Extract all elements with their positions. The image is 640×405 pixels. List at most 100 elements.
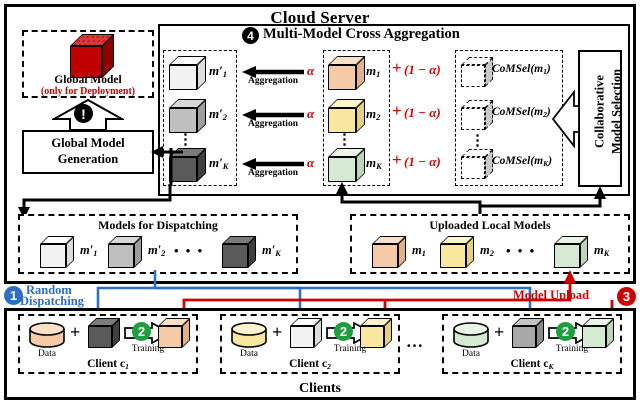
cube-front: [440, 244, 466, 268]
uploaded-local-models-title: Uploaded Local Models: [429, 218, 551, 232]
label-sub: K: [603, 249, 610, 259]
client-name-3: Client cK: [442, 358, 622, 371]
label-sub: 2: [222, 112, 228, 123]
global-model-generation-line1: Global Model: [51, 136, 125, 150]
aggregated-model-cube-1: [169, 56, 209, 90]
cube-side: [134, 236, 142, 268]
client-name-sub: K: [548, 361, 554, 371]
label-prime: ′: [89, 243, 94, 257]
label-sub: 1: [93, 249, 98, 259]
cube-front: [512, 326, 536, 348]
label-sub: K: [222, 161, 229, 172]
comsel-cube-2: [461, 100, 495, 130]
dispatch-ellipsis: • • •: [174, 243, 205, 258]
alpha-label-2: α: [307, 106, 315, 121]
label-sub: K: [376, 161, 382, 172]
global-model-note: (only for Deployment): [40, 86, 136, 97]
generation-connector: [151, 146, 183, 158]
cube-side: [248, 236, 256, 268]
step-2-badge-2: 2: [334, 322, 353, 341]
cube-front: [328, 108, 356, 133]
cube-side: [466, 236, 474, 268]
label-base: m: [412, 243, 422, 257]
local-model-cube-2: [328, 99, 368, 133]
client-data-cylinder-1: [29, 322, 65, 348]
cube-front: [461, 157, 485, 179]
client-data-label-1: Data: [38, 349, 56, 359]
uploaded-model-cube-3: [554, 236, 592, 268]
client-input-cube-1: [88, 318, 122, 348]
aggregated-model-cube-2: [169, 99, 209, 133]
label-base: m: [594, 243, 604, 257]
cube-front: [108, 244, 134, 268]
collaborative-model-selection-label2: Model Selection: [610, 67, 625, 157]
uploaded-model-cube-2: [440, 236, 478, 268]
vertical-dots-aggregated: ⋮: [178, 132, 193, 148]
client-input-cube-3: [512, 318, 546, 348]
label-base: m: [209, 106, 220, 121]
cube-front: [328, 65, 356, 90]
label-base: CoMSel(m: [492, 155, 544, 167]
client-data-cylinder-3: [453, 322, 489, 348]
cube-side: [580, 236, 588, 268]
aggregation-arrow-2: [242, 109, 304, 121]
aggregation-arrow-3: [242, 158, 304, 170]
cube-side: [66, 236, 74, 268]
label-base: m: [80, 243, 90, 257]
step-2-badge-1: 2: [132, 322, 151, 341]
plus-sign-3: +: [392, 150, 402, 169]
label-close: ): [548, 155, 553, 167]
aggregated-model-label-3: m′K: [209, 155, 229, 171]
client-data-label-3: Data: [462, 349, 480, 359]
cube-front: [461, 65, 485, 87]
cube-front: [70, 46, 102, 78]
selection-block-arrow: [552, 89, 580, 149]
local-model-label-3: mK: [366, 155, 382, 171]
comsel-cube-3: [461, 149, 495, 179]
plus-sign-2: +: [392, 101, 402, 120]
client-training-label-1: Training: [131, 344, 165, 354]
local-model-cube-3: [328, 148, 368, 182]
label-base: m: [209, 155, 220, 170]
aggregation-arrow-label-2: Aggregation: [248, 119, 298, 129]
vertical-dots-comsel: ⋮: [470, 133, 485, 149]
cube-front: [169, 108, 197, 133]
cube-front: [88, 326, 112, 348]
cube-front: [554, 244, 580, 268]
aggregation-arrow-1: [242, 66, 304, 78]
global-model-generation-line2: Generation: [57, 152, 119, 166]
cms-feed-connector: [478, 186, 606, 219]
comsel-label-2: CoMSel(m2): [492, 106, 551, 119]
client-name-sub: 1: [125, 361, 129, 371]
model-upload-label: Model Upload: [513, 288, 590, 302]
cube-front: [158, 326, 182, 348]
label-prime: ′: [219, 155, 223, 170]
label-base: m: [366, 155, 377, 170]
client-name-sub: 2: [327, 361, 331, 371]
aggregation-arrow-label-3: Aggregation: [248, 168, 298, 178]
cube-front: [360, 326, 384, 348]
random-dispatching-label-line2: Dispatching: [20, 294, 84, 308]
label-prime: ′: [271, 243, 276, 257]
dispatch-model-cube-3: [222, 236, 260, 268]
label-prime: ′: [219, 63, 223, 78]
cube-front: [40, 244, 66, 268]
label-sub: 2: [543, 109, 547, 119]
client-plus-1: +: [70, 322, 81, 342]
client-name-base: Client c: [87, 358, 126, 370]
label-sub: 2: [489, 249, 494, 259]
label-close: ): [546, 63, 551, 75]
alpha-label-1: α: [307, 63, 315, 78]
local-model-label-1: m1: [366, 63, 380, 79]
label-base: m: [262, 243, 272, 257]
label-base: m: [209, 63, 220, 78]
label-prime: ′: [219, 106, 223, 121]
cube-front: [461, 108, 485, 130]
client-data-label-2: Data: [240, 349, 258, 359]
label-base: m: [366, 106, 377, 121]
plus-sign-1: +: [392, 58, 402, 77]
cube-front: [169, 65, 197, 90]
dispatch-model-label-2: m′2: [148, 243, 165, 258]
label-sub: 1: [376, 69, 381, 80]
step-4-badge: 4: [242, 27, 259, 44]
